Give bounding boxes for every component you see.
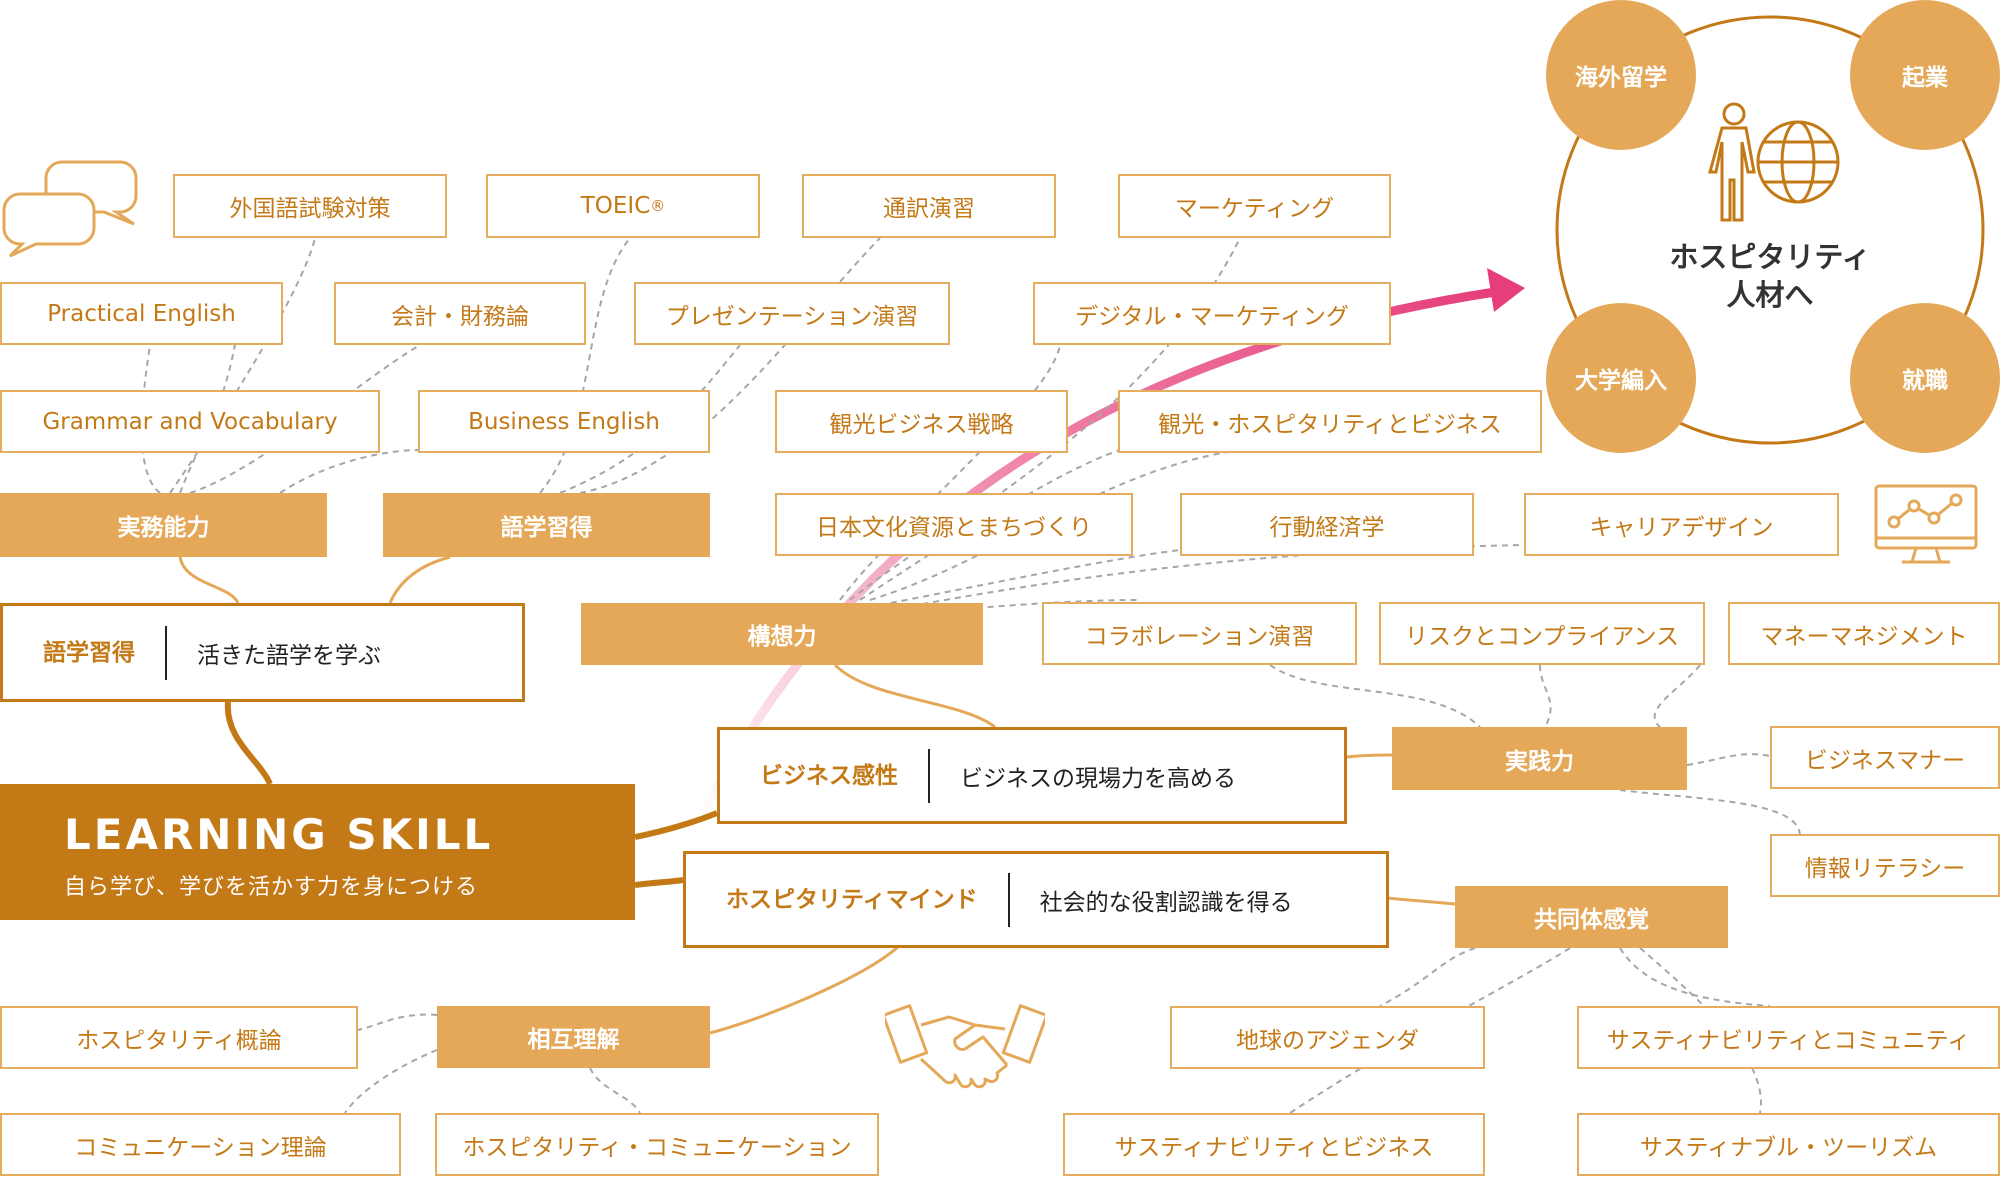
sub-skill-language: 語学習得 bbox=[383, 493, 710, 557]
course-career-design: キャリアデザイン bbox=[1524, 493, 1839, 556]
course-behavioral-economics: 行動経済学 bbox=[1180, 493, 1474, 556]
main-skill-label: 語学習得 bbox=[3, 625, 167, 680]
course-sustainability-business: サスティナビリティとビジネス bbox=[1063, 1113, 1485, 1176]
course-information-literacy: 情報リテラシー bbox=[1770, 834, 2000, 897]
course-japanese-culture: 日本文化資源とまちづくり bbox=[775, 493, 1133, 556]
course-business-english: Business English bbox=[418, 390, 710, 453]
learning-skill-root: LEARNING SKILL 自ら学び、学びを活かす力を身につける bbox=[0, 784, 635, 920]
sub-skill-practice: 実践力 bbox=[1392, 727, 1687, 790]
handshake-icon bbox=[885, 1004, 1045, 1089]
outcome-employment: 就職 bbox=[1850, 303, 2000, 453]
outcome-study-abroad: 海外留学 bbox=[1546, 0, 1696, 150]
person-globe-icon bbox=[1708, 102, 1840, 222]
sub-skill-conception: 構想力 bbox=[581, 603, 983, 665]
course-risk-compliance: リスクとコンプライアンス bbox=[1379, 602, 1705, 665]
root-title: LEARNING SKILL bbox=[64, 810, 494, 859]
course-foreign-exam: 外国語試験対策 bbox=[173, 174, 447, 238]
course-global-agenda: 地球のアジェンダ bbox=[1170, 1006, 1485, 1069]
course-interpretation: 通訳演習 bbox=[802, 174, 1056, 238]
course-digital-marketing: デジタル・マーケティング bbox=[1033, 282, 1391, 345]
goal-title: ホスピタリティ 人材へ bbox=[1669, 240, 1871, 312]
sub-skill-mutual-understanding: 相互理解 bbox=[437, 1006, 710, 1068]
main-skill-hospitality-mind: ホスピタリティマインド 社会的な役割認識を得る bbox=[683, 851, 1389, 948]
course-communication-theory: コミュニケーション理論 bbox=[0, 1113, 401, 1176]
sub-skill-community: 共同体感覚 bbox=[1455, 886, 1728, 948]
course-marketing: マーケティング bbox=[1118, 174, 1391, 238]
monitor-chart-icon bbox=[1874, 484, 1978, 564]
main-skill-desc: 社会的な役割認識を得る bbox=[1039, 889, 1293, 916]
root-subtitle: 自ら学び、学びを活かす力を身につける bbox=[64, 875, 479, 900]
speech-bubbles-icon bbox=[2, 160, 138, 258]
course-sustainable-tourism: サスティナブル・ツーリズム bbox=[1577, 1113, 2000, 1176]
toeic-mark: ® bbox=[650, 197, 666, 215]
course-toeic: TOEIC® bbox=[486, 174, 760, 238]
goal-ring bbox=[1555, 15, 1985, 445]
outcome-start-business: 起業 bbox=[1850, 0, 2000, 150]
course-accounting: 会計・財務論 bbox=[334, 282, 586, 345]
sub-skill-practical: 実務能力 bbox=[0, 493, 327, 557]
main-skill-desc: ビジネスの現場力を高める bbox=[960, 765, 1236, 792]
main-skill-business-sense: ビジネス感性 ビジネスの現場力を高める bbox=[717, 727, 1347, 824]
course-practical-english: Practical English bbox=[0, 282, 283, 345]
course-toeic-label: TOEIC bbox=[580, 193, 651, 219]
outcome-university-transfer: 大学編入 bbox=[1546, 303, 1696, 453]
course-collaboration: コラボレーション演習 bbox=[1042, 602, 1357, 665]
main-skill-desc: 活きた語学を学ぶ bbox=[197, 642, 381, 669]
main-skill-label: ビジネス感性 bbox=[720, 748, 930, 803]
course-money-management: マネーマネジメント bbox=[1728, 602, 2000, 665]
course-tourism-hospitality-business: 観光・ホスピタリティとビジネス bbox=[1118, 390, 1542, 453]
course-business-manners: ビジネスマナー bbox=[1770, 726, 2000, 789]
main-skill-language: 語学習得 活きた語学を学ぶ bbox=[0, 603, 525, 702]
growth-arrowhead bbox=[1487, 268, 1525, 312]
course-sustainability-community: サスティナビリティとコミュニティ bbox=[1577, 1006, 2000, 1069]
course-grammar-vocabulary: Grammar and Vocabulary bbox=[0, 390, 380, 453]
main-skill-label: ホスピタリティマインド bbox=[686, 872, 1010, 927]
course-presentation: プレゼンテーション演習 bbox=[634, 282, 950, 345]
course-hospitality-intro: ホスピタリティ概論 bbox=[0, 1006, 358, 1069]
course-tourism-strategy: 観光ビジネス戦略 bbox=[775, 390, 1068, 453]
course-hospitality-communication: ホスピタリティ・コミュニケーション bbox=[435, 1113, 879, 1176]
